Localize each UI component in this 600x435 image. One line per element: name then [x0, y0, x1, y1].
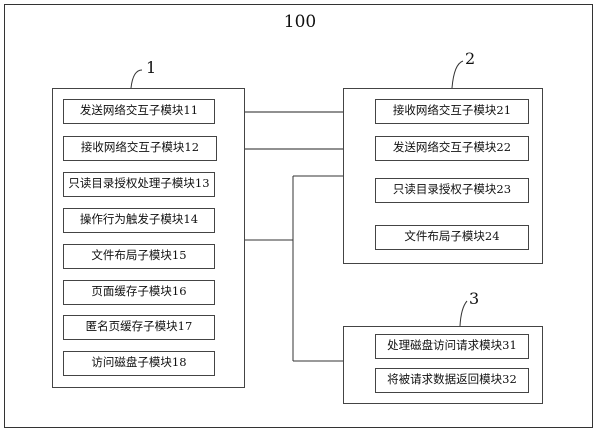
module-12: 接收网络交互子模块12	[63, 136, 217, 161]
module-11: 发送网络交互子模块11	[63, 99, 215, 124]
module-13: 只读目录授权处理子模块13	[63, 172, 215, 197]
group-1-number: 1	[146, 58, 157, 77]
label-leader-1	[130, 69, 143, 89]
module-17: 匿名页缓存子模块17	[63, 315, 215, 340]
module-23: 只读目录授权子模块23	[375, 178, 529, 203]
module-14: 操作行为触发子模块14	[63, 208, 215, 233]
figure-number: 100	[283, 12, 317, 32]
module-22: 发送网络交互子模块22	[375, 136, 529, 161]
group-1-box	[52, 88, 245, 388]
label-leader-3	[459, 300, 468, 327]
module-15: 文件布局子模块15	[63, 244, 215, 269]
module-16: 页面缓存子模块16	[63, 280, 215, 305]
module-32: 将被请求数据返回模块32	[375, 368, 529, 393]
group-3-number: 3	[469, 289, 480, 308]
label-leader-2	[451, 60, 464, 89]
module-21: 接收网络交互子模块21	[375, 99, 529, 124]
diagram-frame	[4, 4, 593, 428]
module-18: 访问磁盘子模块18	[63, 351, 215, 376]
group-2-number: 2	[465, 49, 476, 68]
module-31: 处理磁盘访问请求模块31	[375, 334, 529, 359]
module-24: 文件布局子模块24	[375, 225, 529, 250]
